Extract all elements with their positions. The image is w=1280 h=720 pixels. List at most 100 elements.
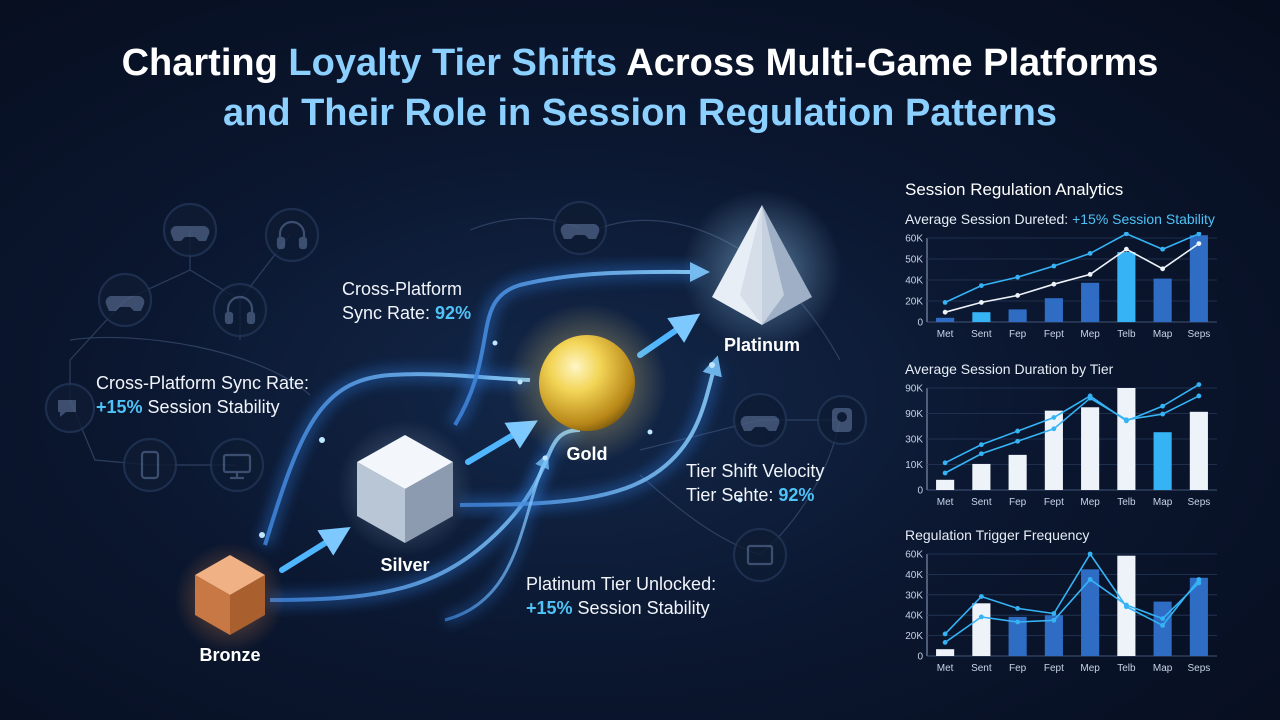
y-tick-label: 0	[917, 486, 923, 497]
title-highlight: Loyalty Tier Shifts	[288, 42, 618, 84]
silver-cube-icon	[337, 420, 473, 556]
series-line	[944, 578, 1200, 644]
chart-bar	[1153, 278, 1172, 322]
tier-label-gold: Gold	[566, 444, 608, 464]
series-point	[1196, 241, 1202, 246]
monitor-icon	[209, 437, 265, 493]
session-stability-value: +15%	[96, 397, 143, 417]
series-point	[978, 451, 984, 457]
series-point	[1015, 428, 1021, 434]
x-tick-label: Fept	[1044, 329, 1064, 340]
sync-rate-value: 92%	[435, 303, 472, 323]
series-point	[942, 470, 948, 476]
tier-label-bronze: Bronze	[199, 645, 261, 665]
x-tick-label: Mep	[1080, 329, 1100, 340]
gamepad-icon	[552, 200, 608, 256]
chart-bar	[1008, 454, 1027, 490]
chart-bar	[936, 479, 955, 490]
page-title: Charting Loyalty Tier Shifts Across Mult…	[0, 40, 1280, 86]
series-point	[1015, 274, 1021, 280]
chart-bar	[1008, 309, 1027, 322]
series-point	[1015, 438, 1021, 444]
x-tick-label: Met	[937, 329, 954, 340]
x-tick-label: Fept	[1044, 663, 1064, 674]
arrow-bronze-silver	[279, 527, 351, 573]
series-point	[1051, 617, 1057, 623]
x-tick-label: Map	[1153, 497, 1173, 508]
y-tick-label: 90K	[905, 409, 923, 420]
gold-sphere-icon	[507, 303, 667, 463]
analytics-panel-title: Session Regulation Analytics	[905, 180, 1124, 199]
series-point	[1196, 580, 1202, 586]
headset-icon	[212, 282, 268, 338]
y-tick-label: 40K	[905, 611, 923, 622]
x-tick-label: Sent	[971, 663, 992, 674]
x-tick-label: Seps	[1187, 663, 1210, 674]
x-tick-label: Fept	[1044, 497, 1064, 508]
chart-bar	[1044, 615, 1063, 656]
chart-bar	[1153, 601, 1172, 656]
series-point	[1051, 415, 1057, 420]
x-tick-label: Fep	[1009, 497, 1027, 508]
series-point	[1123, 246, 1129, 252]
chart-bar	[972, 312, 991, 322]
x-tick-label: Met	[937, 663, 954, 674]
series-point	[1196, 382, 1202, 387]
title-text-2: Across Multi-Game Platforms	[617, 42, 1159, 84]
arrow-silver-gold	[465, 420, 538, 465]
series-line	[944, 232, 1200, 304]
gamepad-icon	[97, 272, 153, 328]
series-point	[1087, 577, 1093, 582]
series-point	[1160, 411, 1166, 417]
chart-bar	[1081, 569, 1100, 656]
chart-bar	[1081, 407, 1100, 490]
series-point	[1123, 232, 1129, 237]
x-tick-label: Mep	[1080, 663, 1100, 674]
background-icons	[44, 200, 868, 583]
session-stability-label: Cross-Platform Sync Rate: +15% Session S…	[96, 371, 309, 419]
sparkles	[259, 340, 743, 538]
tier-velocity-line2: Tier Sehte: 92%	[686, 483, 824, 507]
x-tick-label: Sent	[971, 329, 992, 340]
series-line	[944, 383, 1200, 464]
x-tick-label: Fep	[1009, 663, 1027, 674]
flow-ribbons	[257, 261, 723, 626]
chart-1-title-accent: +15% Session Stability	[1072, 211, 1215, 227]
platinum-unlock-line2: +15% Session Stability	[526, 596, 716, 620]
chart-bar	[1153, 432, 1172, 490]
bronze-cube-icon	[175, 543, 285, 653]
tablet-icon	[732, 527, 788, 583]
series-point	[942, 631, 948, 637]
x-tick-label: Telb	[1117, 329, 1136, 340]
chart-bar	[936, 649, 955, 656]
chart-bar	[1189, 235, 1208, 322]
session-stability-line1: Cross-Platform Sync Rate:	[96, 373, 310, 393]
tier-velocity-prefix: Tier Sehte:	[686, 485, 779, 505]
series-point	[1015, 293, 1021, 298]
y-tick-label: 90K	[905, 384, 923, 395]
series-point	[1196, 577, 1202, 582]
chart-bar	[1044, 298, 1063, 322]
tier-velocity-value: 92%	[778, 485, 815, 505]
series-line	[944, 242, 1200, 313]
platinum-unlock-suffix: Session Stability	[572, 598, 710, 618]
x-tick-label: Mep	[1080, 497, 1100, 508]
chart-bar	[972, 463, 991, 490]
gamepad-icon	[732, 392, 788, 448]
session-stability-suffix: Session Stability	[142, 397, 280, 417]
series-point	[942, 300, 948, 305]
title-text-1: Charting	[121, 42, 289, 84]
series-point	[1051, 281, 1057, 287]
chart-bar	[1117, 252, 1136, 322]
series-point	[1160, 266, 1166, 272]
series-point	[1087, 395, 1093, 401]
platinum-unlock-label: Platinum Tier Unlocked: +15% Session Sta…	[526, 572, 716, 620]
x-tick-label: Map	[1153, 663, 1173, 674]
x-tick-label: Telb	[1117, 663, 1136, 674]
series-line	[944, 395, 1200, 474]
platinum-crystal-icon	[682, 190, 842, 350]
series-point	[942, 309, 948, 315]
